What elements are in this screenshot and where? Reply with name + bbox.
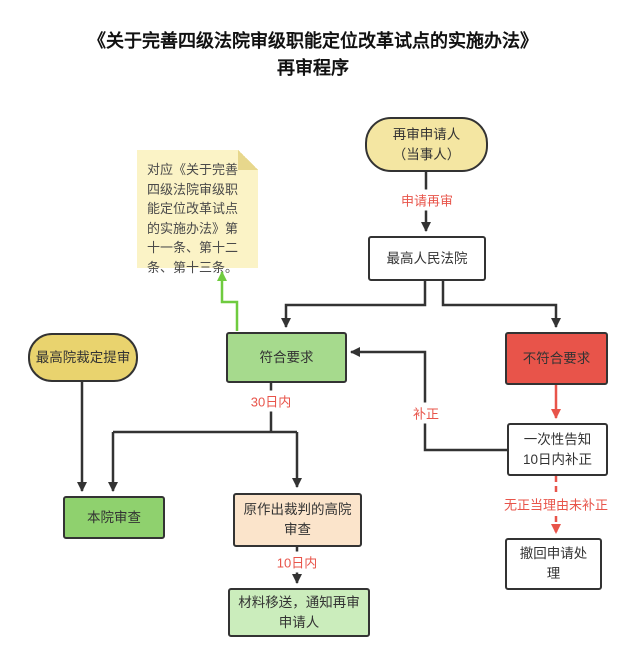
- node-original-high-court-review: 原作出裁判的高院 审查: [233, 493, 362, 547]
- edge-label-within-30-days: 30日内: [247, 390, 295, 412]
- node-treat-as-withdrawn: 撤回申请处 理: [505, 538, 602, 590]
- node-does-not-meet-requirements: 不符合要求: [505, 332, 608, 385]
- annotation-note: 对应《关于完善四级法院审级职能定位改革试点的实施办法》第十一条、第十二条、第十三…: [137, 150, 258, 275]
- annotation-note-text: 对应《关于完善四级法院审级职能定位改革试点的实施办法》第十一条、第十二条、第十三…: [147, 162, 239, 275]
- arrow-supreme-court-to-meet-req: [281, 281, 427, 328]
- edge-label-apply-for-retrial: 申请再审: [397, 189, 457, 211]
- note-fold-corner-icon: [238, 150, 258, 170]
- page-title-line2: 再审程序: [277, 58, 349, 78]
- page-title: 《关于完善四级法院审级职能定位改革试点的实施办法》 再审程序: [0, 28, 626, 82]
- arrow-meet-req-to-note: [217, 271, 239, 331]
- edge-label-no-justified-correction: 无正当理由未补正: [500, 493, 612, 515]
- node-supreme-peoples-court: 最高人民法院: [368, 236, 486, 281]
- node-one-time-notice-correction: 一次性告知 10日内补正: [507, 423, 608, 476]
- edge-label-correction: 补正: [409, 402, 443, 424]
- node-own-court-review: 本院审查: [63, 496, 165, 539]
- node-transfer-materials-notify: 材料移送，通知再审 申请人: [228, 588, 370, 637]
- page-title-line1: 《关于完善四级法院审级职能定位改革试点的实施办法》: [88, 31, 538, 51]
- node-supreme-court-orders-retrial: 最高院裁定提审: [28, 333, 138, 382]
- node-retrial-applicant: 再审申请人 （当事人）: [365, 117, 488, 172]
- arrow-supreme-court-to-not-meet-req: [441, 281, 561, 328]
- node-meets-requirements: 符合要求: [226, 332, 347, 383]
- arrow-notice-to-meet-req-correction: [350, 347, 507, 452]
- edge-label-within-10-days: 10日内: [273, 551, 321, 573]
